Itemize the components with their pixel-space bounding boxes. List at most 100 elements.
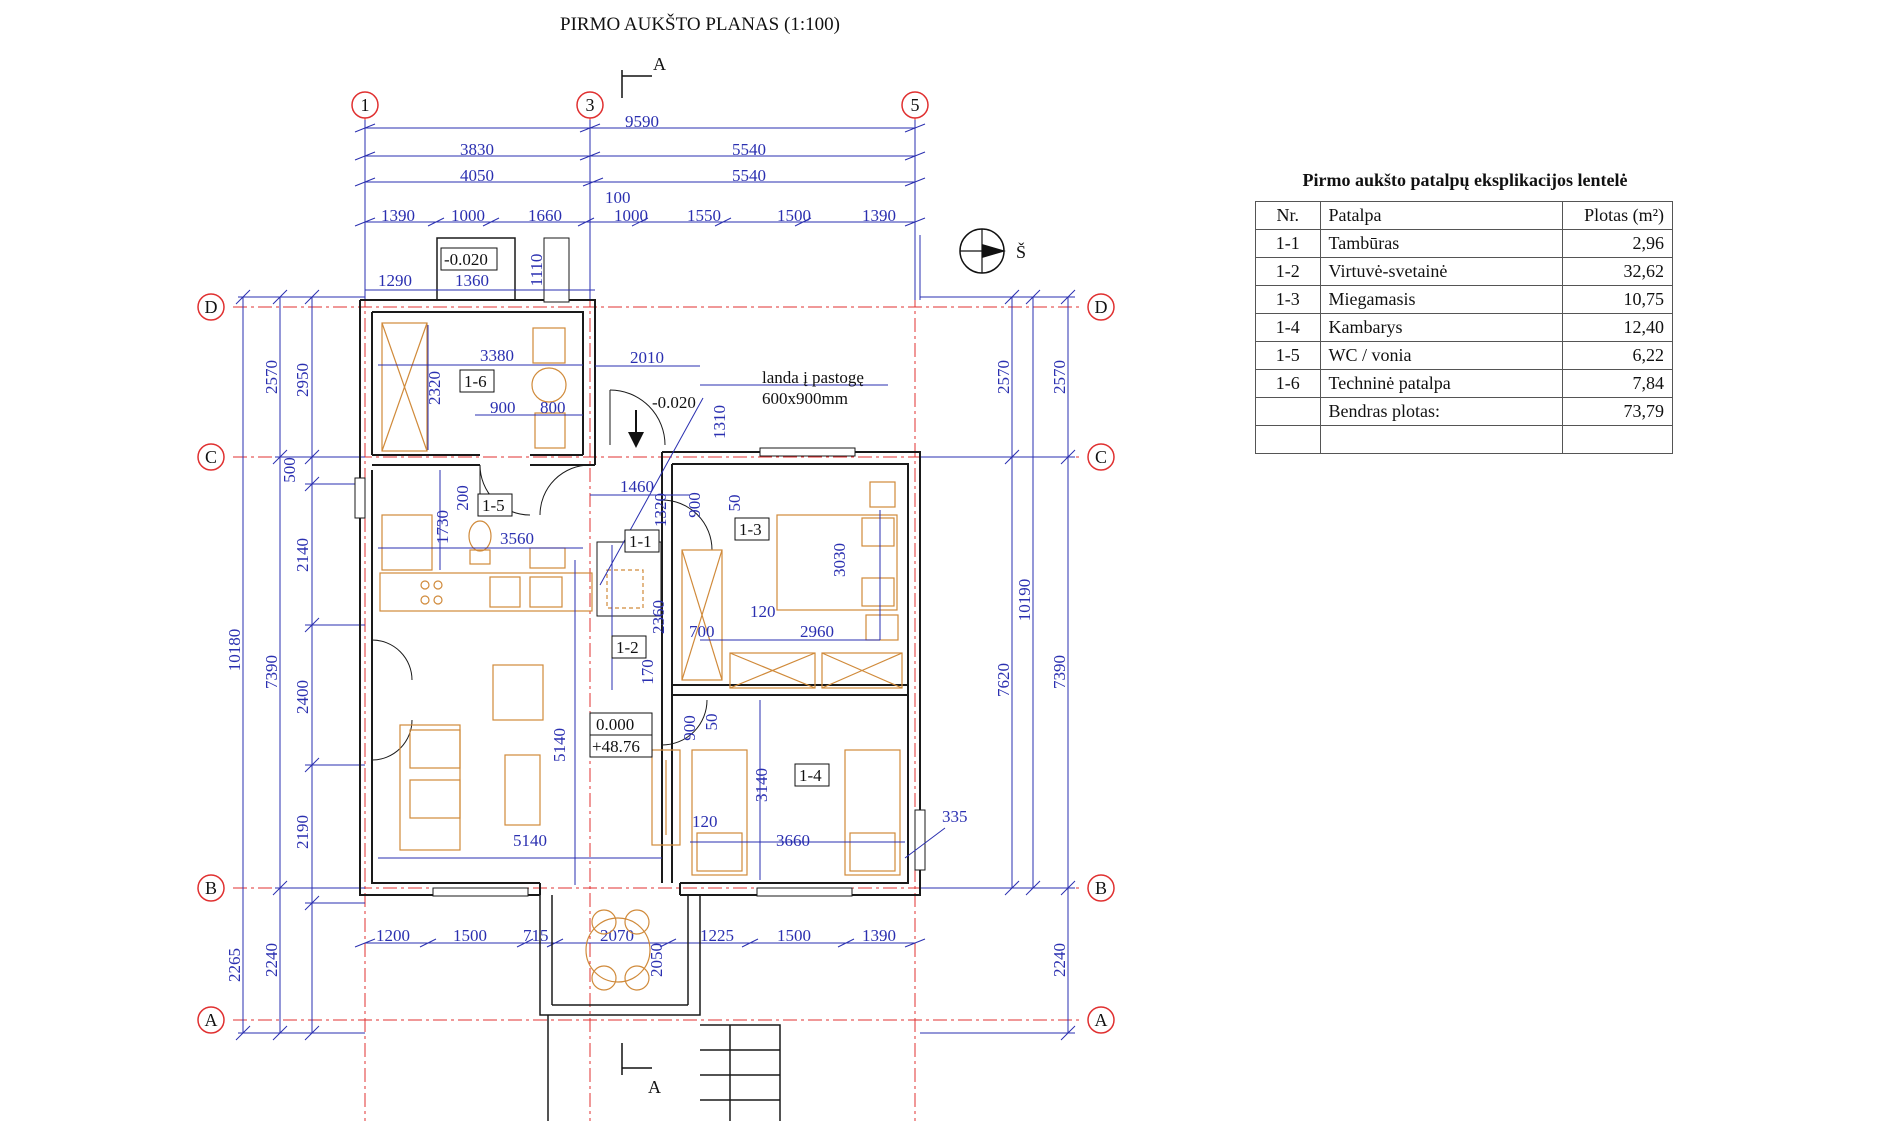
room-tag-1-5: 1-5 [482,496,505,515]
table-row: 1-1 Tambūras 2,96 [1255,229,1673,258]
dim-900-b: 900 [680,715,699,741]
cell-total-area: 73,79 [1562,397,1673,426]
entry-stoop [436,237,516,301]
dim-2570-right: 2570 [1050,360,1069,394]
cell-nr: 1-1 [1255,229,1321,258]
dim-10180: 10180 [225,629,244,672]
north-arrow-icon [959,228,1006,274]
table-row: 1-4 Kambarys 12,40 [1255,313,1673,342]
dim-1000-b: 1000 [614,206,648,225]
dim-3660: 3660 [776,831,810,850]
dim-5140-v: 5140 [550,728,569,762]
dim-5540-b: 5540 [732,166,766,185]
cell-nr [1255,425,1321,454]
table-row: 1-3 Miegamasis 10,75 [1255,285,1673,314]
axis-label: B [205,878,217,898]
section-marker-top [621,70,652,98]
explication-table-panel: Pirmo aukšto patalpų eksplikacijos lente… [1255,170,1675,454]
axis-bubble-a-right: A [1087,1006,1115,1034]
axis-bubble-3: 3 [576,91,604,119]
header-room: Patalpa [1319,201,1564,230]
dim-715: 715 [523,926,549,945]
dim-lines-right [920,289,1076,1041]
dim-7620: 7620 [994,663,1013,697]
dim-2240-right: 2240 [1050,943,1069,977]
level-mark-entry: -0.020 [652,393,696,412]
level-marks: -0.020 -0.020 0.000 +48.76 [440,247,696,758]
windows [354,237,926,897]
cell-total-label: Bendras plotas: [1319,397,1564,426]
dim-7390-right: 7390 [1050,655,1069,689]
room-tag-1-4: 1-4 [799,766,822,785]
cell-area: 7,84 [1562,369,1673,398]
axis-bubble-d-right: D [1087,293,1115,321]
room-tag-1-1: 1-1 [629,532,652,551]
level-box-abs: +48.76 [592,737,640,756]
terrace [539,895,781,1121]
dim-1290: 1290 [378,271,412,290]
cell-room: Tambūras [1319,229,1564,258]
dim-200: 200 [453,485,472,511]
dim-50-b: 50 [702,714,721,731]
dim-1500-bottom: 1500 [453,926,487,945]
dim-500: 500 [280,457,299,483]
cell-area: 2,96 [1562,229,1673,258]
dim-1390-b: 1390 [862,206,896,225]
axis-label: A [205,1010,218,1030]
dim-1000: 1000 [451,206,485,225]
room-tag-1-3: 1-3 [739,520,762,539]
dim-170: 170 [638,659,657,685]
cell-room: Virtuvė-svetainė [1319,257,1564,286]
axis-label: 1 [361,95,370,115]
room-tags [459,369,830,787]
dim-2570-right-inner: 2570 [994,360,1013,394]
dim-3560: 3560 [500,529,534,548]
dim-3030: 3030 [830,543,849,577]
axis-label: 5 [911,95,920,115]
axis-bubble-c-right: C [1087,443,1115,471]
dim-5540: 5540 [732,140,766,159]
axis-bubble-b-left: B [197,874,225,902]
cell-room: Miegamasis [1319,285,1564,314]
dim-50-a: 50 [725,495,744,512]
dim-1360: 1360 [455,271,489,290]
axis-label: B [1095,878,1107,898]
table-total-row: Bendras plotas: 73,79 [1255,397,1673,426]
dim-2140: 2140 [293,538,312,572]
level-box-zero: 0.000 [596,715,634,734]
dim-3830: 3830 [460,140,494,159]
cell-room: Kambarys [1319,313,1564,342]
dim-335: 335 [942,807,968,826]
attic-note-line1: landa į pastogę [762,368,864,387]
axis-label: D [205,297,218,317]
dim-2320: 2320 [425,371,444,405]
cell-room [1319,425,1564,454]
axis-bubble-5: 5 [901,91,929,119]
attic-note-line2: 600x900mm [762,389,848,408]
table-row: 1-5 WC / vonia 6,22 [1255,341,1673,370]
cell-nr: 1-6 [1255,369,1321,398]
dim-2265: 2265 [225,948,244,982]
axis-bubble-1: 1 [351,91,379,119]
header-area: Plotas (m²) [1562,201,1673,230]
dim-1730: 1730 [433,510,452,544]
cell-room: Techninė patalpa [1319,369,1564,398]
axis-label: C [1095,447,1107,467]
cell-area: 32,62 [1562,257,1673,286]
dim-2400: 2400 [293,680,312,714]
dim-lines-left [235,289,365,1041]
dim-1320: 1320 [651,493,670,527]
dim-1110: 1110 [527,254,546,287]
dim-9590: 9590 [625,112,659,131]
north-label: Š [1016,241,1026,262]
dim-2570-left: 2570 [262,360,281,394]
door-swings [371,389,713,761]
room-tag-1-2: 1-2 [616,638,639,657]
cell-area [1562,425,1673,454]
dim-2010: 2010 [630,348,664,367]
dim-1500: 1500 [777,206,811,225]
dim-2190: 2190 [293,815,312,849]
dim-1200: 1200 [376,926,410,945]
dim-100: 100 [605,188,631,207]
